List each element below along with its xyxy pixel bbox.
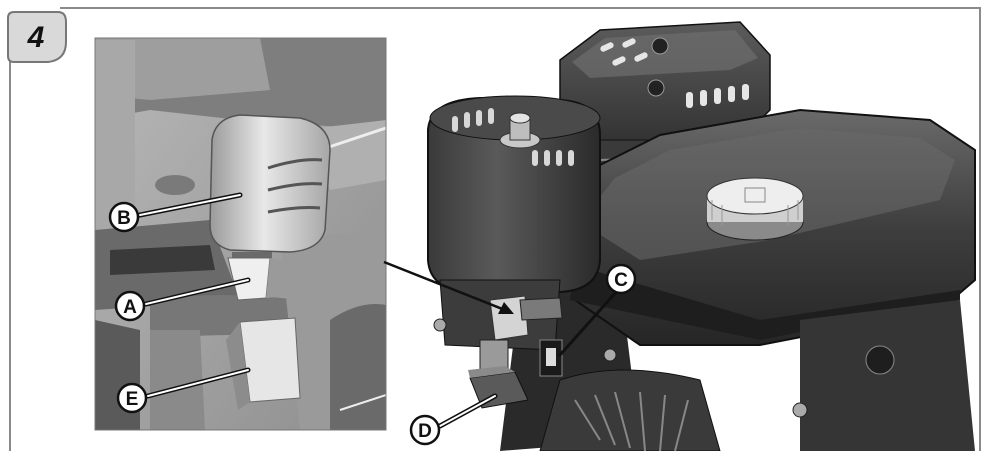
callout-B-label: B [117, 208, 131, 229]
air-filter [427, 95, 601, 293]
callout-D: D [409, 414, 441, 446]
engine-illustration [427, 21, 976, 451]
callout-E-label: E [126, 389, 139, 410]
callout-D-label: D [418, 421, 432, 442]
recoil-starter [433, 300, 975, 451]
inset-border [94, 37, 387, 431]
callout-B: B [108, 201, 140, 233]
fuel-valve-stem [227, 257, 290, 301]
fuel-cap [706, 177, 804, 241]
detail-inset [95, 38, 386, 430]
fuel-valve-knob [209, 114, 331, 272]
valve-cover [559, 21, 771, 151]
detail-pointer-arrowhead [498, 302, 514, 314]
choke-lever-block [226, 317, 301, 410]
callout-leaders [137, 192, 620, 429]
figure-frame [9, 7, 981, 451]
callout-A: A [114, 290, 146, 322]
callout-C: C [605, 263, 637, 295]
step-number: 4 [27, 21, 45, 54]
callout-A-label: A [123, 297, 137, 318]
step-number-badge: 4 [7, 11, 67, 63]
callout-C-label: C [614, 270, 628, 291]
carburetor [439, 279, 563, 371]
detail-pointer-arrow [383, 260, 511, 314]
engine-switch [539, 339, 563, 377]
callout-E: E [116, 382, 148, 414]
